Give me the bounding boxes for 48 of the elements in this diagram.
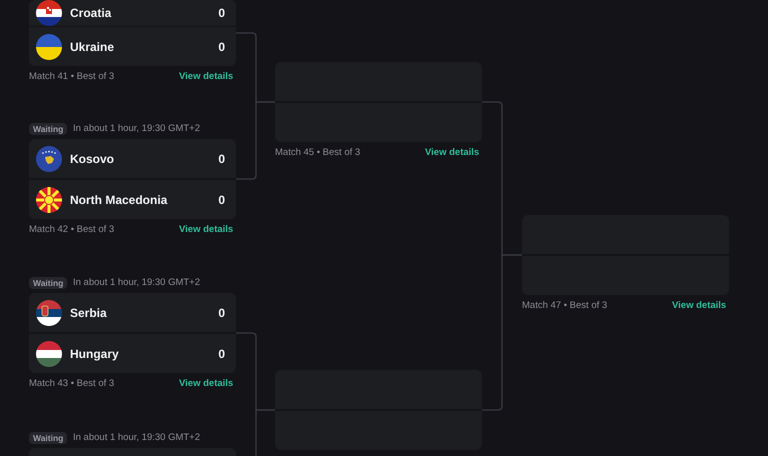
- match-card: [275, 370, 482, 450]
- view-details-link: View details: [179, 71, 234, 82]
- match-card: [29, 0, 236, 66]
- view-details-link: View details: [179, 224, 234, 235]
- team-row: [29, 293, 236, 333]
- empty-slot: [522, 215, 729, 255]
- team-name: North Macedonia: [70, 192, 168, 206]
- match-info: Match 42 • Best of 3: [29, 224, 114, 235]
- match-info: Match 41 • Best of 3: [29, 71, 114, 82]
- bracket-connector: [482, 254, 522, 411]
- score: 0: [218, 346, 225, 360]
- empty-slot: [275, 62, 482, 102]
- score: 0: [218, 152, 225, 166]
- match-card: [29, 293, 236, 373]
- team-row: [29, 27, 236, 66]
- view-details-link: View details: [425, 147, 480, 158]
- status-badge: Waiting: [29, 123, 68, 135]
- match-card: [29, 139, 236, 219]
- score: 0: [218, 306, 225, 320]
- bracket-connector: [236, 101, 275, 180]
- view-details-link: View details: [179, 378, 234, 389]
- match-card: [275, 62, 482, 142]
- start-time: In about 1 hour, 19:30 GMT+2: [73, 277, 200, 288]
- team-row: [29, 180, 236, 219]
- match-info: Match 43 • Best of 3: [29, 378, 114, 389]
- status-badge: Waiting: [29, 277, 68, 289]
- empty-slot: [275, 411, 482, 450]
- match-card: [522, 215, 729, 295]
- team-name: Croatia: [70, 6, 112, 20]
- team-name: Kosovo: [70, 152, 114, 166]
- match-info: Match 45 • Best of 3: [275, 147, 360, 158]
- match-info: Match 47 • Best of 3: [522, 300, 608, 311]
- team-name: Serbia: [70, 306, 107, 320]
- score: 0: [218, 40, 225, 54]
- team-row: [29, 139, 236, 179]
- empty-slot: [522, 256, 729, 295]
- team-name: Ukraine: [70, 40, 114, 54]
- start-time: In about 1 hour, 19:30 GMT+2: [73, 432, 200, 443]
- score: 0: [218, 6, 225, 20]
- empty-slot: [275, 370, 482, 410]
- team-row: [29, 0, 236, 27]
- view-details-link: View details: [672, 300, 726, 311]
- team-name: Hungary: [70, 346, 119, 360]
- status-badge: Waiting: [29, 432, 68, 444]
- empty-slot: [275, 103, 482, 142]
- start-time: In about 1 hour, 19:30 GMT+2: [73, 123, 200, 134]
- score: 0: [218, 192, 225, 206]
- team-row: [29, 334, 236, 373]
